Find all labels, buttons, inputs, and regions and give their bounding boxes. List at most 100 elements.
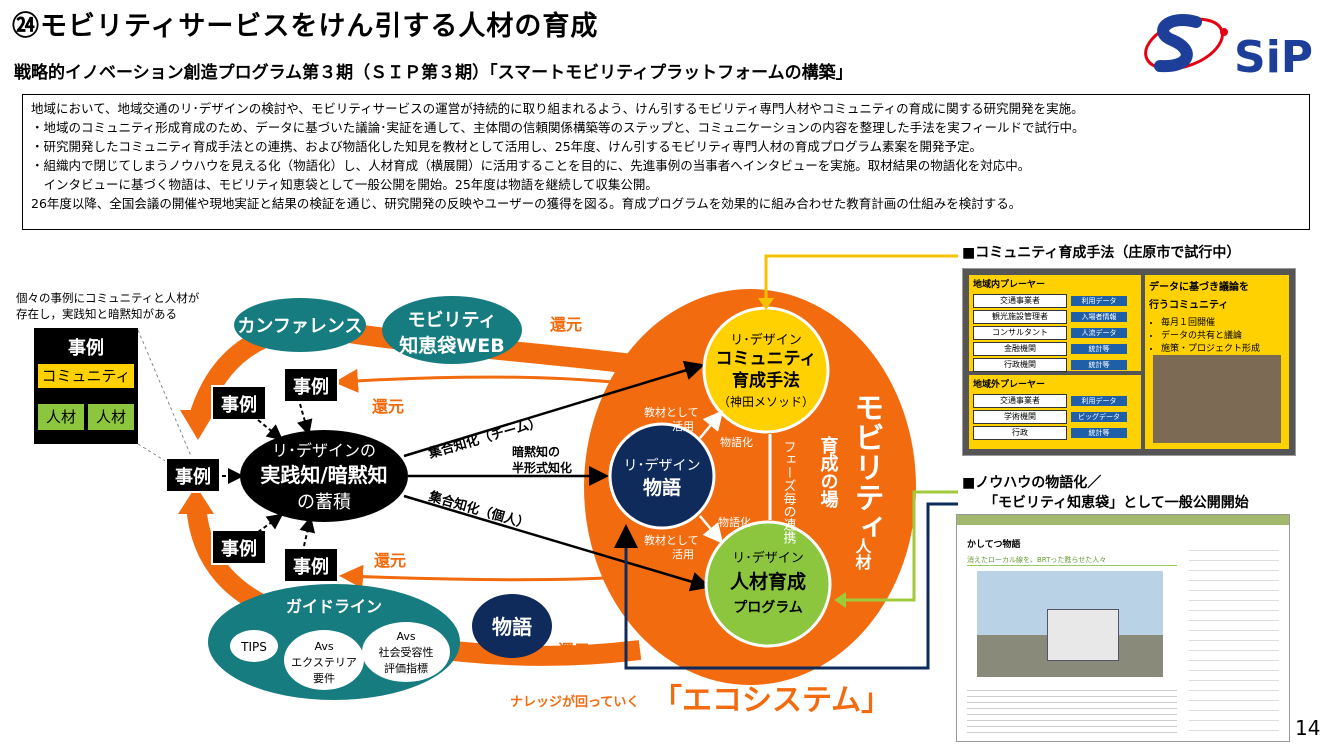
community-method-title: ■コミュニティ育成手法（庄原市で試行中） (962, 245, 1241, 261)
player-name: 金融機関 (973, 342, 1067, 356)
page-number: 14 (1295, 716, 1321, 740)
community-bullet: データの共有と議論 (1161, 328, 1289, 341)
sip-logo: SiP (1144, 14, 1313, 83)
player-row: 金融機関統計等 (973, 342, 1137, 356)
program-node (704, 520, 832, 648)
field-label: 人材 (853, 538, 872, 571)
data-tag: 利用データ (1071, 396, 1127, 406)
field-ellipse (584, 289, 916, 685)
summary-line: ・組織内で閉じてしまうノウハウを見える化（物語化）し、人材育成（横展開）に活用す… (31, 158, 1031, 173)
guideline-label: ガイドライン (286, 597, 382, 616)
logo-text: SiP (1234, 32, 1313, 83)
material-label: 活用 (672, 420, 694, 433)
tacit-label: 半形式知化 (512, 460, 572, 475)
case-box-community: コミュニティ (38, 364, 134, 388)
summary-line: ・研究開発したコミュニティ育成手法との連携、および物語化した知見を教材として活用… (31, 139, 983, 154)
storify-label: 物語化 (720, 435, 753, 449)
avs-exterior-node (284, 630, 364, 690)
chiebukuro-label: 知恵袋WEB (399, 334, 504, 357)
return-label: 還元 (374, 551, 406, 570)
individual-label: 集合知化（個人） (426, 488, 531, 532)
case-node: 事例 (165, 457, 221, 493)
avs-social-label: 評価指標 (384, 661, 428, 675)
ecosystem-diagram: カンファレンス モビリティ 知恵袋WEB 還元 還元 還元 還元 事例 事例 事… (137, 254, 958, 718)
player-name: 交通事業者 (973, 294, 1067, 308)
summary-line: 26年度以降、全国会議の開催や現地実証と結果の検証を通じ、研究開発の反映やユーザ… (31, 196, 1022, 211)
center-label: 実践知/暗黙知 (260, 463, 387, 487)
program-feedback-arrow (842, 490, 958, 602)
case-node: 事例 (283, 367, 339, 403)
case-label: 事例 (221, 394, 257, 416)
local-players-box: 地域内プレーヤー 交通事業者利用データ観光施設管理者入場者情報コンサルタント人流… (969, 275, 1141, 372)
return-arrow (334, 368, 641, 393)
case-box-title: 事例 (68, 338, 104, 359)
data-tag: 入場者情報 (1071, 312, 1127, 322)
data-community-label: データに基づき議論を (1149, 282, 1249, 293)
case-label: 事例 (175, 466, 211, 488)
knowledge-accumulation-node (240, 430, 408, 522)
field-label: モビリティ (849, 392, 884, 542)
player-row: 交通事業者利用データ (973, 394, 1137, 408)
case-node: 事例 (283, 547, 339, 583)
case-label: 事例 (293, 556, 329, 578)
player-row: 行政機関統計等 (973, 358, 1137, 372)
return-label: 還元 (558, 641, 590, 660)
return-label: 還元 (550, 315, 582, 334)
local-players-label: 地域内プレーヤー (973, 280, 1046, 290)
return-label: 還元 (372, 397, 404, 416)
avs-social-node (362, 622, 450, 682)
community-bullet: 施策・プロジェクト形成 (1161, 341, 1289, 354)
avs-social-label: 社会受容性 (379, 645, 434, 659)
program-label: リ･デザイン (732, 550, 804, 566)
ecosystem-prefix: ナレッジが回っていく (510, 694, 639, 710)
community-method-label: 育成手法 (732, 370, 800, 391)
data-community-box: データに基づき議論を 行うコミュニティ 毎月１回開催 データの共有と議論 施策・… (1145, 275, 1289, 449)
center-label: の蓄積 (297, 492, 351, 513)
conference-label: カンファレンス (237, 316, 362, 337)
community-method-node (702, 306, 830, 434)
data-tag: 統計等 (1071, 428, 1127, 438)
data-tag: 統計等 (1071, 360, 1127, 370)
knowhow-title: ■ノウハウの物語化／ (962, 475, 1102, 491)
story-node (608, 422, 716, 530)
data-tag: 統計等 (1071, 344, 1127, 354)
player-row: 行政統計等 (973, 426, 1137, 440)
meeting-photo (1153, 355, 1281, 443)
player-name: 学術機関 (973, 410, 1067, 424)
story-label: リ･デザイン (624, 457, 701, 474)
case-node: 事例 (211, 529, 267, 565)
chiebukuro-web-screenshot: かしてつ物語 消えたローカル線を、BRTった甦らせた人々 (956, 514, 1290, 742)
data-community-label: 行うコミュニティ (1149, 300, 1229, 311)
community-method-label: コミュニティ (716, 349, 817, 369)
case-label: 事例 (221, 538, 257, 560)
center-label: リ･デザインの (272, 441, 376, 460)
case-example-box: 事例 コミュニティ 人材 人材 (34, 328, 138, 444)
material-label: 教材として (644, 533, 699, 547)
ecosystem-label: 「エコシステム」 (652, 683, 891, 718)
outside-players-label: 地域外プレーヤー (973, 380, 1046, 390)
player-row: 学術機関ビッグデータ (973, 410, 1137, 424)
data-tag: ビッグデータ (1071, 412, 1127, 422)
player-name: 行政機関 (973, 358, 1067, 372)
phase-label: フェーズ毎の連携 (781, 440, 797, 544)
program-label: プログラム (733, 599, 803, 616)
summary-line: 地域において、地域交通のリ･デザインの検討や、モビリティサービスの運営が持続的に… (31, 101, 1084, 116)
avs-exterior-label: Avs (314, 640, 333, 653)
player-name: 行政 (973, 426, 1067, 440)
community-feedback-arrow (764, 254, 958, 302)
material-label: 活用 (672, 548, 694, 561)
avs-exterior-label: 要件 (313, 672, 335, 685)
field-label: 育成の場 (818, 435, 839, 509)
story-bubble-label: 物語 (492, 615, 532, 639)
page-subtitle: 戦略的イノベーション創造プログラム第３期（ＳＩＰ第３期）「スマートモビリティプラ… (14, 63, 853, 83)
tips-node (230, 630, 278, 662)
player-row: コンサルタント人流データ (973, 326, 1137, 340)
case-box-person: 人材 (88, 404, 134, 430)
program-label: 人材育成 (730, 570, 806, 593)
community-method-label: リ･デザイン (730, 332, 802, 348)
chiebukuro-node (382, 296, 522, 364)
player-name: 交通事業者 (973, 394, 1067, 408)
case-box-person: 人材 (38, 404, 84, 430)
avs-social-label: Avs (396, 630, 415, 643)
tacit-label: 暗黙知の (512, 444, 560, 459)
